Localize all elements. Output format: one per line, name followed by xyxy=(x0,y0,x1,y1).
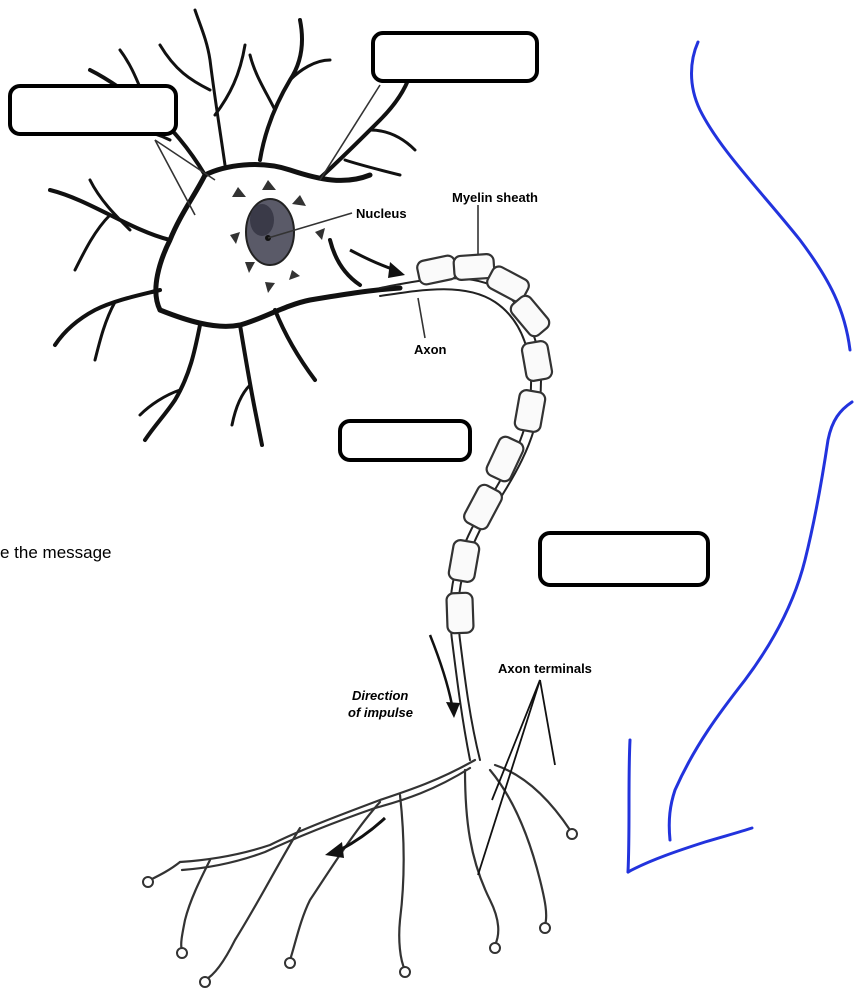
handdrawn-arrow-annotation xyxy=(628,42,852,872)
terminal-knobs xyxy=(143,829,577,987)
blank-label-box-middle[interactable] xyxy=(340,421,470,460)
side-text-fragment: e the message xyxy=(0,543,112,562)
blank-label-box-right[interactable] xyxy=(540,533,708,585)
impulse-arrow xyxy=(430,635,460,718)
blank-label-box-cell-body[interactable] xyxy=(373,33,537,81)
axon-terminals xyxy=(150,760,570,980)
soma-arrow xyxy=(350,250,405,278)
cell-body xyxy=(50,10,415,445)
label-myelin-sheath: Myelin sheath xyxy=(452,190,538,205)
label-axon-terminals: Axon terminals xyxy=(498,661,592,676)
label-direction-line1: Direction xyxy=(352,688,408,703)
blank-label-box-dendrites[interactable] xyxy=(10,86,176,134)
label-axon: Axon xyxy=(414,342,447,357)
label-nucleus: Nucleus xyxy=(356,206,407,221)
terminal-pointers xyxy=(478,680,555,875)
label-direction-line2: of impulse xyxy=(348,705,413,720)
